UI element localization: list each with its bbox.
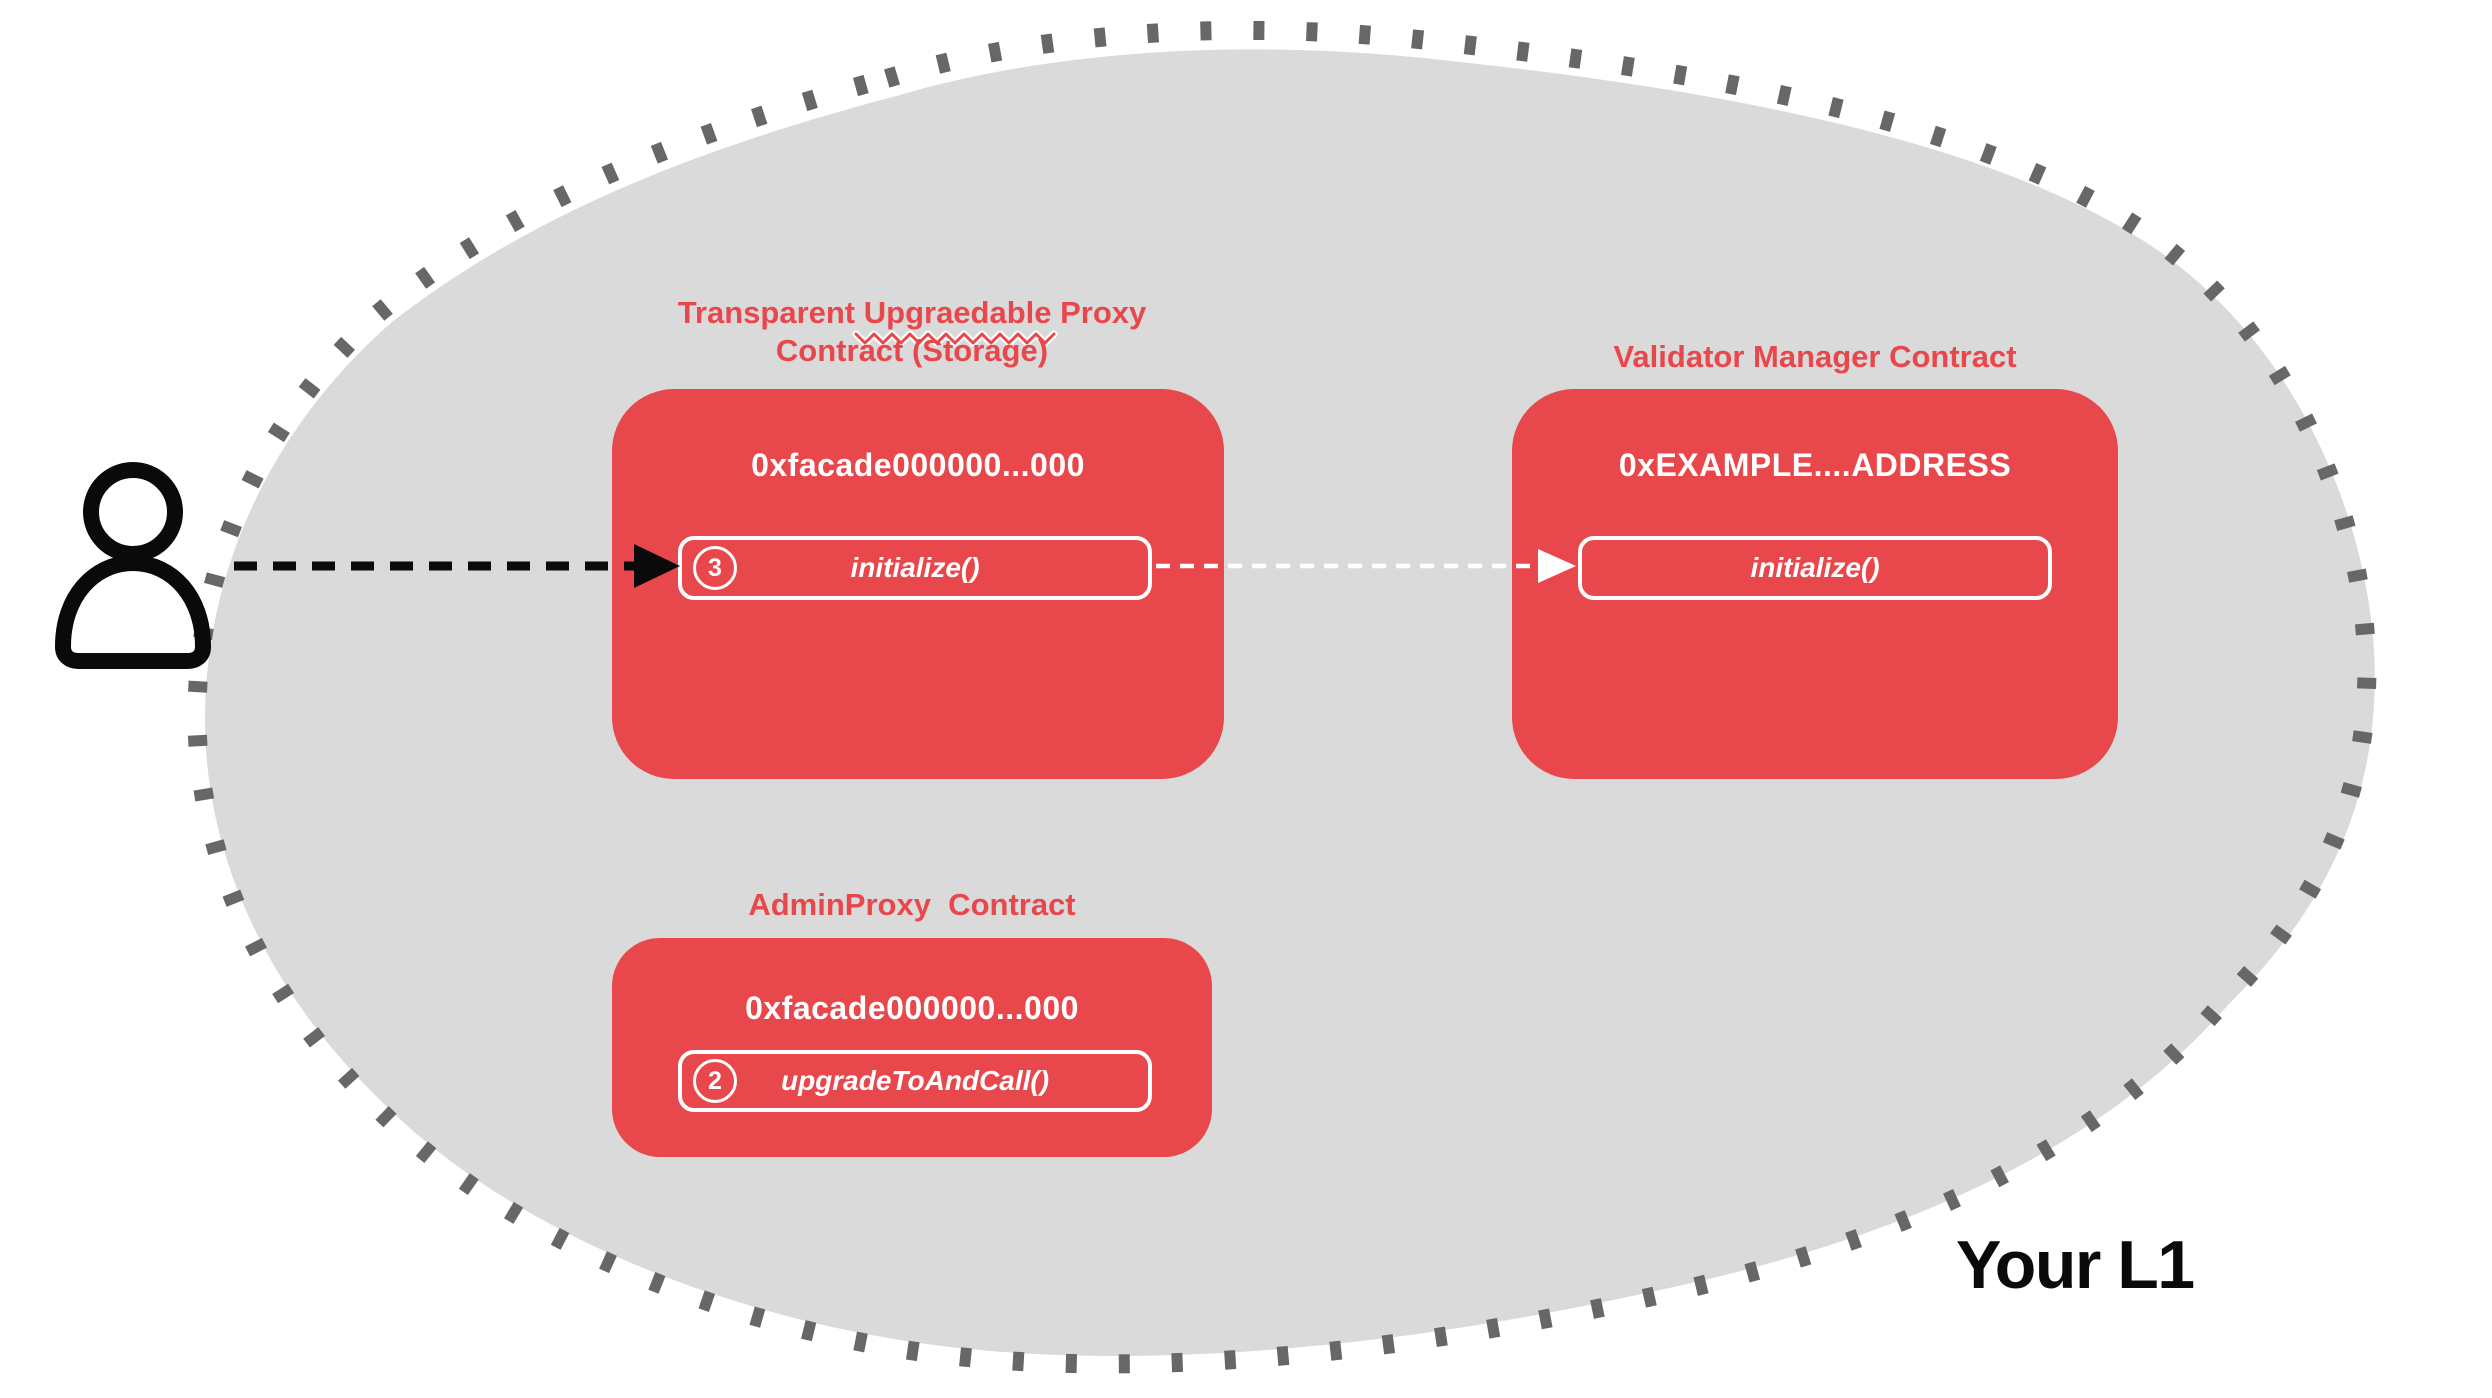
proxy-contract-box: 0xfacade000000...000 3 initialize() bbox=[612, 389, 1224, 779]
validator-contract-title: Validator Manager Contract bbox=[1613, 339, 2017, 374]
validator-initialize-pill: initialize() bbox=[1578, 536, 2052, 600]
validator-contract-box: 0xEXAMPLE....ADDRESS initialize() bbox=[1512, 389, 2118, 779]
admin-proxy-contract-title: AdminProxy Contract bbox=[748, 887, 1076, 922]
person-icon bbox=[55, 462, 211, 669]
validator-contract-address: 0xEXAMPLE....ADDRESS bbox=[1618, 447, 2012, 483]
proxy-initialize-label: initialize() bbox=[850, 552, 980, 583]
proxy-contract-address: 0xfacade000000...000 bbox=[751, 447, 1085, 483]
admin-proxy-contract-address: 0xfacade000000...000 bbox=[745, 990, 1079, 1026]
step-2-badge: 2 bbox=[693, 1059, 737, 1103]
step-3-badge: 3 bbox=[693, 546, 737, 590]
proxy-contract-title: Transparent Upgraedable Proxy Contract (… bbox=[677, 295, 1147, 368]
region-label: Your L1 bbox=[1956, 1227, 2195, 1303]
upgrade-to-and-call-pill: 2 upgradeToAndCall() bbox=[678, 1050, 1152, 1112]
dotted-border bbox=[187, 20, 2377, 1374]
admin-proxy-contract-box: 0xfacade000000...000 2 upgradeToAndCall(… bbox=[612, 938, 1212, 1157]
validator-initialize-label: initialize() bbox=[1750, 552, 1880, 583]
spellcheck-squiggle bbox=[852, 330, 1058, 347]
upgrade-to-and-call-label: upgradeToAndCall() bbox=[780, 1065, 1050, 1096]
proxy-initialize-pill: 3 initialize() bbox=[678, 536, 1152, 600]
